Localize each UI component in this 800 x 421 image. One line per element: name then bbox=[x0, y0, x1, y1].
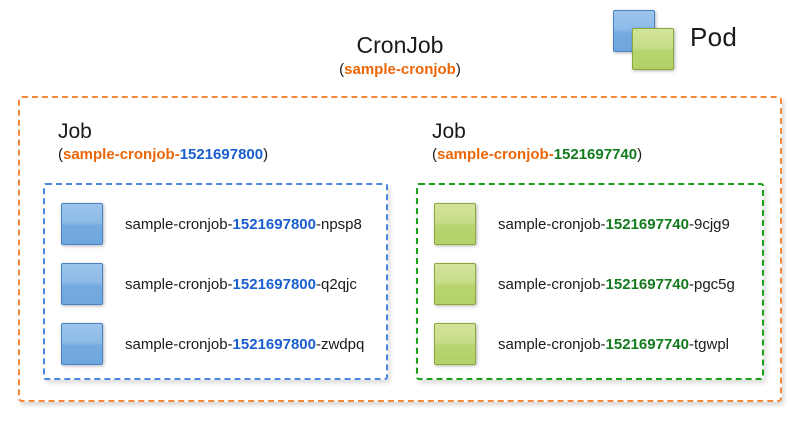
job-heading-right: Job (sample-cronjob-1521697740) bbox=[432, 120, 642, 165]
cronjob-name: sample-cronjob bbox=[344, 61, 456, 78]
pod-name-timestamp: 1521697740 bbox=[605, 275, 689, 293]
pod-name-label: sample-cronjob-1521697740-9cjg9 bbox=[498, 216, 730, 233]
job-left-timestamp: 1521697800 bbox=[179, 146, 264, 163]
cronjob-open-paren: ( bbox=[339, 61, 345, 78]
pod-row: sample-cronjob-1521697800-npsp8 bbox=[61, 203, 362, 245]
job-title-left: Job bbox=[58, 120, 92, 143]
job-container-left: sample-cronjob-1521697800-npsp8 sample-c… bbox=[43, 183, 388, 380]
job-right-open-paren: ( bbox=[432, 146, 437, 163]
pod-square-blue-icon bbox=[61, 203, 103, 245]
job-right-separator: - bbox=[548, 146, 554, 163]
pod-name-label: sample-cronjob-1521697800-npsp8 bbox=[125, 216, 362, 233]
pod-name-prefix: sample-cronjob- bbox=[125, 335, 233, 353]
job-right-timestamp: 1521697740 bbox=[553, 146, 638, 163]
pod-square-blue-icon bbox=[61, 323, 103, 365]
pod-square-green-icon bbox=[434, 323, 476, 365]
pod-name-suffix: -tgwpl bbox=[688, 335, 729, 353]
pod-name-label: sample-cronjob-1521697800-q2qjc bbox=[125, 276, 357, 293]
pod-row: sample-cronjob-1521697740-tgwpl bbox=[434, 323, 729, 365]
job-heading-left: Job (sample-cronjob-1521697800) bbox=[58, 120, 268, 165]
pod-square-green-icon bbox=[434, 263, 476, 305]
pod-name-timestamp: 1521697800 bbox=[232, 335, 316, 353]
job-right-close-paren: ) bbox=[637, 146, 643, 163]
pod-name-prefix: sample-cronjob- bbox=[498, 335, 606, 353]
job-right-name: sample-cronjob bbox=[437, 146, 549, 163]
pod-legend: Pod bbox=[605, 4, 795, 70]
pod-row: sample-cronjob-1521697740-pgc5g bbox=[434, 263, 735, 305]
pod-name-suffix: -npsp8 bbox=[315, 215, 362, 233]
job-subtitle-left: (sample-cronjob-1521697800) bbox=[58, 145, 268, 165]
job-title-right: Job bbox=[432, 120, 466, 143]
job-left-open-paren: ( bbox=[58, 146, 63, 163]
cronjob-title: CronJob bbox=[356, 32, 444, 58]
pod-row: sample-cronjob-1521697800-zwdpq bbox=[61, 323, 364, 365]
cronjob-subtitle: (sample-cronjob) bbox=[0, 60, 800, 80]
cronjob-close-paren: ) bbox=[455, 61, 461, 78]
pod-name-suffix: -pgc5g bbox=[688, 275, 735, 293]
pod-name-label: sample-cronjob-1521697800-zwdpq bbox=[125, 336, 364, 353]
job-left-name: sample-cronjob bbox=[63, 146, 175, 163]
pod-name-suffix: -zwdpq bbox=[315, 335, 365, 353]
job-left-close-paren: ) bbox=[263, 146, 269, 163]
pod-name-prefix: sample-cronjob- bbox=[498, 275, 606, 293]
pod-name-prefix: sample-cronjob- bbox=[125, 275, 233, 293]
pod-row: sample-cronjob-1521697800-q2qjc bbox=[61, 263, 357, 305]
job-left-separator: - bbox=[174, 146, 180, 163]
pod-square-green-icon bbox=[434, 203, 476, 245]
pod-square-green-icon bbox=[632, 28, 674, 70]
cronjob-container: Job (sample-cronjob-1521697800) Job (sam… bbox=[18, 96, 782, 402]
pod-name-prefix: sample-cronjob- bbox=[498, 215, 606, 233]
pod-name-suffix: -q2qjc bbox=[315, 275, 357, 293]
pod-name-label: sample-cronjob-1521697740-tgwpl bbox=[498, 336, 729, 353]
pod-name-timestamp: 1521697800 bbox=[232, 215, 316, 233]
pod-name-suffix: -9cjg9 bbox=[688, 215, 730, 233]
pod-name-prefix: sample-cronjob- bbox=[125, 215, 233, 233]
pod-name-timestamp: 1521697740 bbox=[605, 335, 689, 353]
pod-legend-label: Pod bbox=[690, 22, 738, 52]
pod-name-timestamp: 1521697740 bbox=[605, 215, 689, 233]
pod-row: sample-cronjob-1521697740-9cjg9 bbox=[434, 203, 730, 245]
pod-square-blue-icon bbox=[61, 263, 103, 305]
job-container-right: sample-cronjob-1521697740-9cjg9 sample-c… bbox=[416, 183, 764, 380]
pod-name-label: sample-cronjob-1521697740-pgc5g bbox=[498, 276, 735, 293]
pod-name-timestamp: 1521697800 bbox=[232, 275, 316, 293]
job-subtitle-right: (sample-cronjob-1521697740) bbox=[432, 145, 642, 165]
cronjob-title-block: CronJob (sample-cronjob) bbox=[0, 32, 800, 80]
